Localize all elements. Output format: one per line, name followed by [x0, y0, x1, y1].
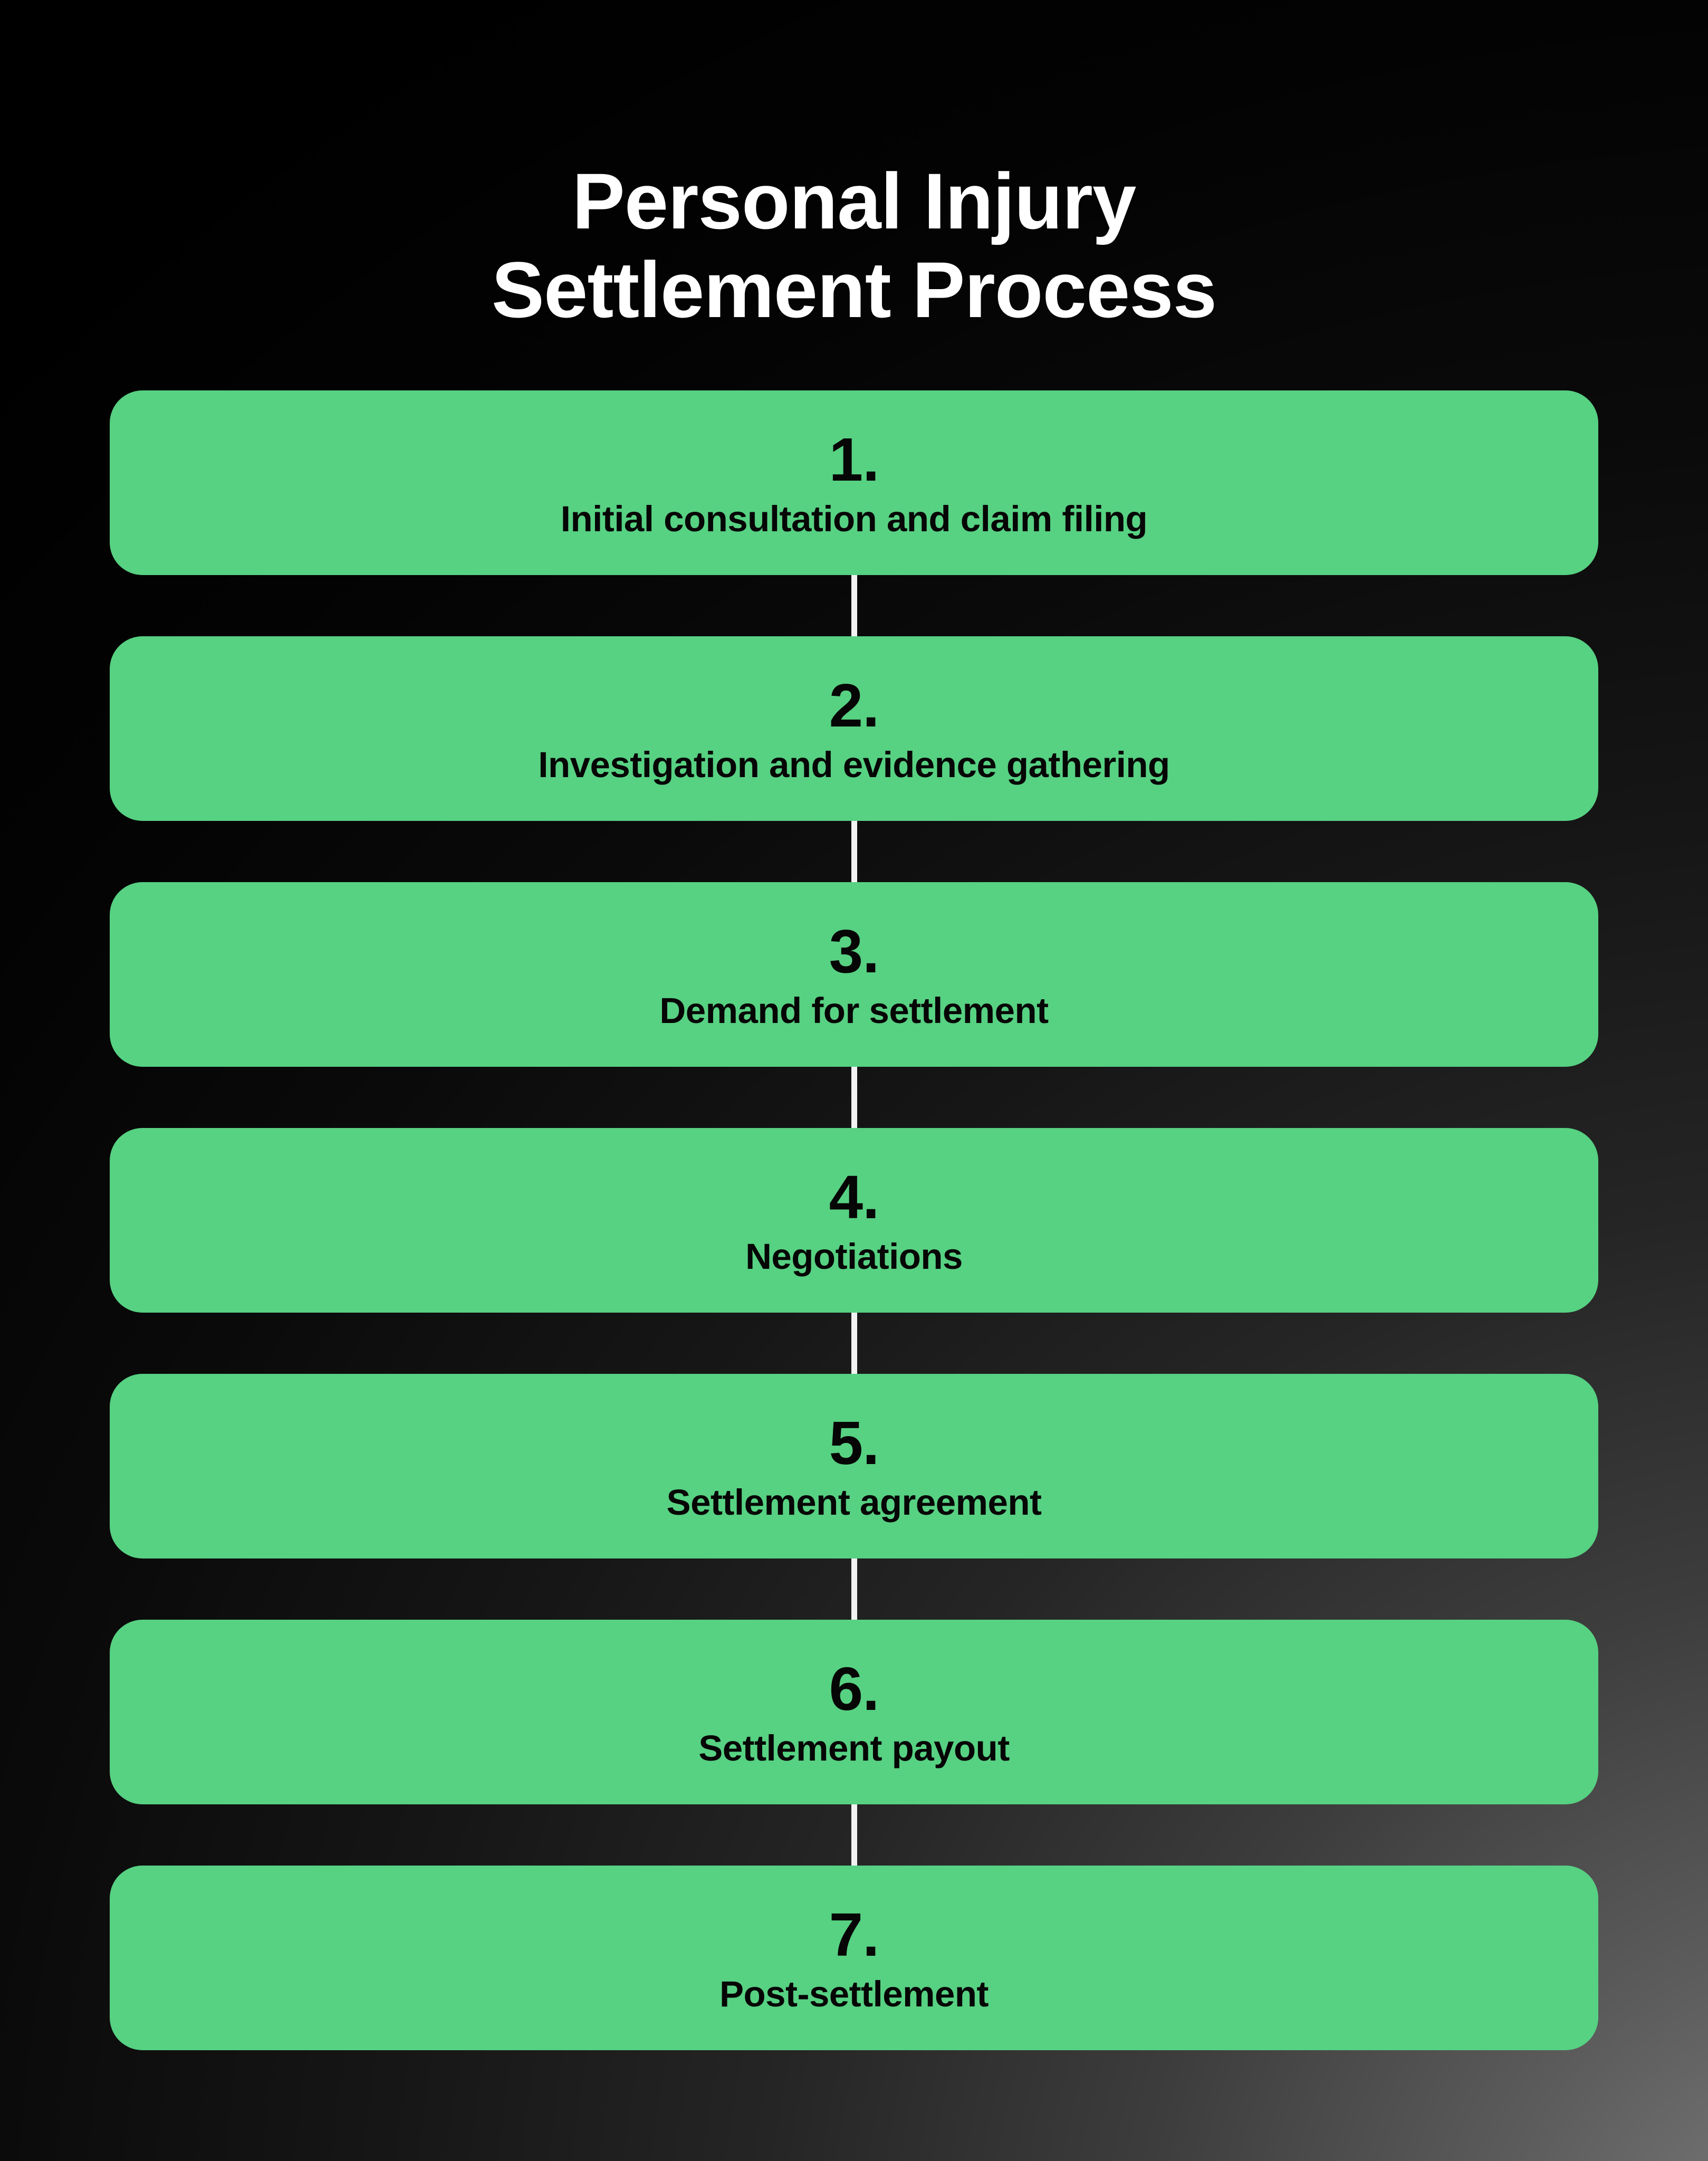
step-connector-5-6 — [851, 1558, 857, 1620]
step-number: 6. — [829, 1654, 880, 1723]
process-step-5[interactable]: 5. Settlement agreement — [110, 1374, 1598, 1558]
step-label: Settlement agreement — [666, 1481, 1042, 1523]
step-label: Post-settlement — [719, 1973, 989, 2014]
step-number: 1. — [829, 425, 880, 494]
step-number: 7. — [829, 1900, 880, 1969]
process-step-7[interactable]: 7. Post-settlement — [110, 1866, 1598, 2050]
step-connector-6-7 — [851, 1804, 857, 1866]
process-step-4[interactable]: 4. Negotiations — [110, 1128, 1598, 1313]
process-step-6[interactable]: 6. Settlement payout — [110, 1620, 1598, 1804]
step-label: Settlement payout — [698, 1727, 1010, 1768]
step-connector-4-5 — [851, 1313, 857, 1374]
process-step-2[interactable]: 2. Investigation and evidence gathering — [110, 636, 1598, 821]
step-label: Investigation and evidence gathering — [538, 744, 1170, 785]
step-number: 4. — [829, 1162, 880, 1231]
step-label: Demand for settlement — [659, 990, 1049, 1031]
step-label: Negotiations — [745, 1236, 963, 1277]
step-connector-2-3 — [851, 821, 857, 882]
page-title: Personal Injury Settlement Process — [491, 156, 1217, 334]
step-number: 3. — [829, 916, 880, 986]
process-step-3[interactable]: 3. Demand for settlement — [110, 882, 1598, 1067]
process-flow-list: 1. Initial consultation and claim filing… — [110, 390, 1598, 2050]
step-label: Initial consultation and claim filing — [560, 498, 1148, 539]
step-number: 2. — [829, 671, 880, 740]
step-number: 5. — [829, 1408, 880, 1477]
process-step-1[interactable]: 1. Initial consultation and claim filing — [110, 390, 1598, 575]
step-connector-1-2 — [851, 575, 857, 636]
step-connector-3-4 — [851, 1067, 857, 1128]
